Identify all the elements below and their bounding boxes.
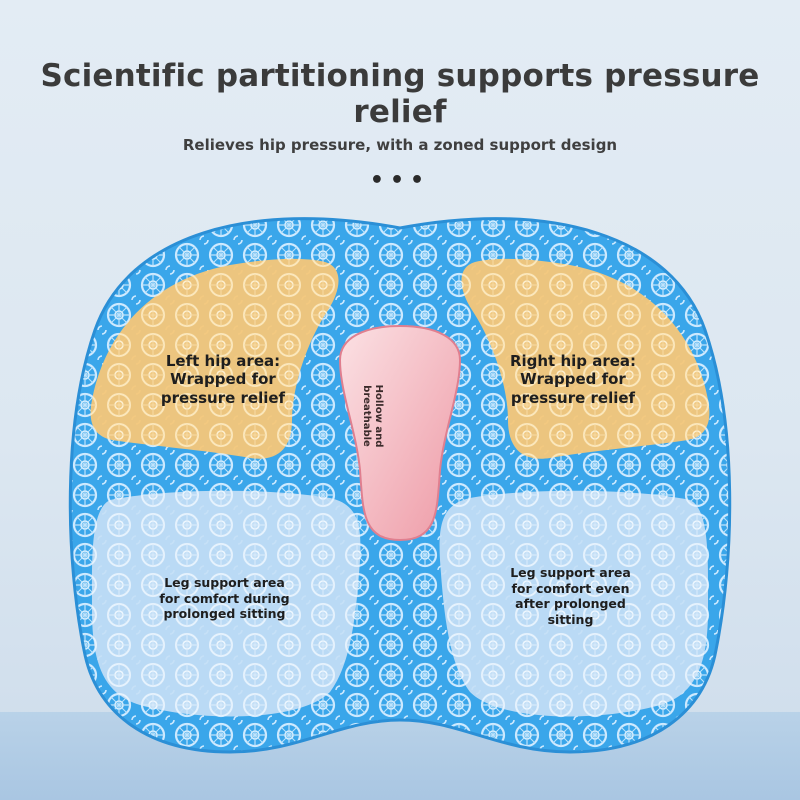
right-hip-title: Right hip area: xyxy=(509,352,637,370)
right-hip-line3: pressure relief xyxy=(510,388,636,407)
right-leg-line1: Leg support area xyxy=(510,565,631,580)
right-leg-line3: after prolonged xyxy=(515,596,626,612)
page-title: Scientific partitioning supports pressur… xyxy=(40,58,760,130)
left-leg-zone xyxy=(91,490,361,717)
left-leg-line3: prolonged sitting xyxy=(163,606,286,622)
left-leg-line2: for comfort during xyxy=(159,590,290,606)
center-line2: breathable xyxy=(361,385,372,447)
dots-separator: ••• xyxy=(369,168,431,193)
right-hip-zone xyxy=(461,258,710,459)
left-leg-line1: Leg support area xyxy=(164,575,285,590)
page-subtitle: Relieves hip pressure, with a zoned supp… xyxy=(182,136,618,154)
right-leg-zone xyxy=(439,490,709,717)
center-hollow-label: Hollow and breathable xyxy=(360,381,384,451)
left-hip-zone xyxy=(90,258,339,459)
left-hip-line3: pressure relief xyxy=(160,388,286,407)
center-line1: Hollow and xyxy=(373,384,384,448)
left-hip-label: Left hip area: Wrapped for pressure reli… xyxy=(138,352,308,407)
left-hip-title: Left hip area: xyxy=(165,352,281,370)
center-hollow-zone xyxy=(338,324,462,542)
left-leg-label: Leg support area for comfort during prol… xyxy=(142,575,307,622)
right-leg-label: Leg support area for comfort even after … xyxy=(488,565,653,628)
left-hip-line2: Wrapped for xyxy=(170,370,276,389)
right-hip-label: Right hip area: Wrapped for pressure rel… xyxy=(488,352,658,407)
right-leg-line2: for comfort even xyxy=(511,580,630,596)
right-leg-line4: sitting xyxy=(547,611,594,627)
right-hip-line2: Wrapped for xyxy=(520,370,626,389)
